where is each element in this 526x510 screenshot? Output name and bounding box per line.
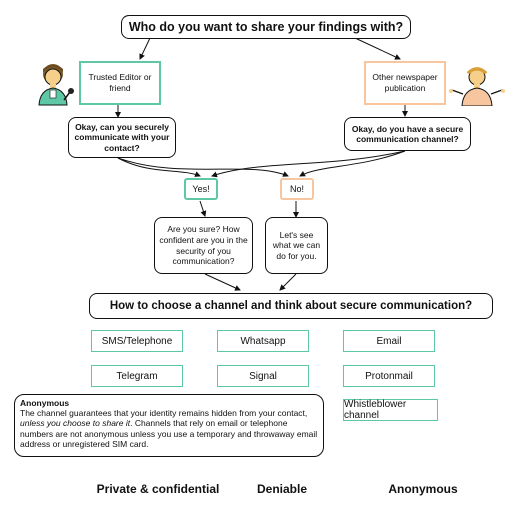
channel-label: Whistleblower channel: [344, 399, 407, 421]
column-label-private: Private & confidential: [96, 482, 220, 496]
channel-telegram[interactable]: Telegram: [91, 365, 183, 387]
yes-box: Yes!: [184, 178, 218, 200]
other-publication-label: Other newspaper publication: [372, 71, 438, 93]
channel-label: Whatsapp: [240, 335, 286, 347]
editor-with-microphone-icon: [38, 64, 74, 106]
main-question-box: Who do you want to share your findings w…: [121, 15, 411, 39]
yes-label: Yes!: [192, 184, 210, 194]
other-publication-box: Other newspaper publication: [364, 61, 446, 105]
main-question-text: Who do you want to share your findings w…: [128, 20, 404, 34]
channel-whistleblower[interactable]: Whistleblower channel: [343, 399, 438, 421]
channel-label: SMS/Telephone: [101, 335, 173, 347]
channel-label: Email: [376, 335, 402, 347]
tooltip-text-italic: unless you choose to share it: [20, 418, 131, 429]
left-question-text: Okay, can you securely communicate with …: [74, 122, 170, 153]
trusted-editor-label: Trusted Editor or friend: [88, 71, 152, 93]
no-box: No!: [280, 178, 314, 200]
right-question-box: Okay, do you have a secure communication…: [344, 117, 471, 151]
channel-email[interactable]: Email: [343, 330, 435, 352]
tooltip-title: Anonymous: [20, 398, 70, 408]
channel-label: Protonmail: [365, 370, 413, 382]
tooltip-text: The channel guarantees that your identit…: [20, 408, 317, 449]
tooltip-text-a: The channel guarantees that your identit…: [20, 408, 308, 419]
no-followup-text: Let's see what we can do for you.: [272, 229, 321, 261]
no-followup-box: Let's see what we can do for you.: [265, 217, 328, 274]
anonymous-tooltip: Anonymous The channel guarantees that yo…: [14, 394, 324, 457]
right-question-text: Okay, do you have a secure communication…: [351, 123, 464, 144]
no-label: No!: [289, 184, 304, 194]
channel-signal[interactable]: Signal: [217, 365, 309, 387]
channel-label: Telegram: [116, 370, 158, 382]
channel-protonmail[interactable]: Protonmail: [343, 365, 435, 387]
section-title-text: How to choose a channel and think about …: [109, 300, 473, 312]
yes-followup-box: Are you sure? How confident are you in t…: [154, 217, 253, 274]
trusted-editor-box: Trusted Editor or friend: [79, 61, 161, 105]
tooltip-text-b: . Channels that rely on email or telepho…: [20, 418, 318, 449]
shrugging-person-icon: [449, 67, 505, 106]
channel-label: Signal: [249, 370, 277, 382]
channel-sms-telephone[interactable]: SMS/Telephone: [91, 330, 183, 352]
column-label-deniable: Deniable: [256, 482, 307, 496]
yes-followup-text: Are you sure? How confident are you in t…: [159, 224, 248, 267]
channel-whatsapp[interactable]: Whatsapp: [217, 330, 309, 352]
section-title-box: How to choose a channel and think about …: [89, 293, 493, 319]
column-label-anonymous: Anonymous: [388, 482, 458, 496]
left-question-box: Okay, can you securely communicate with …: [68, 117, 176, 158]
